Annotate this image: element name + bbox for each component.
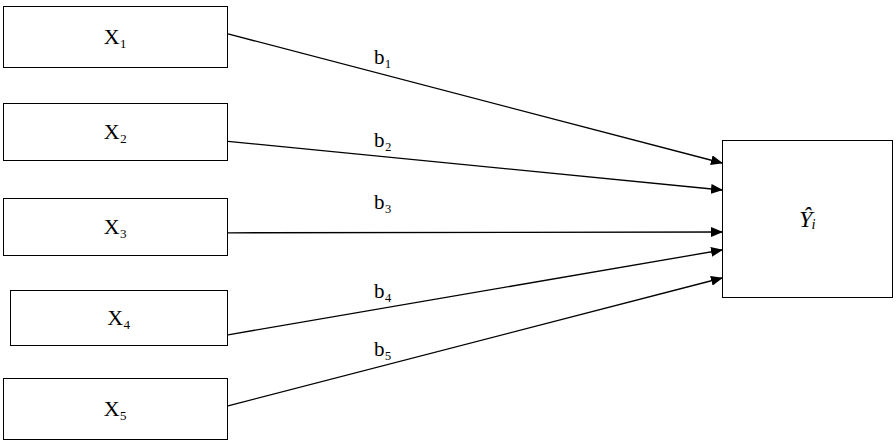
variable-box: X₃ <box>3 198 228 256</box>
path-arrow <box>228 231 722 233</box>
coefficient-label: b₅ <box>372 337 394 362</box>
variable-name: X₁ <box>104 24 128 50</box>
path-arrow <box>228 278 722 406</box>
variable-box: X₄ <box>10 290 228 346</box>
variable-box: X₂ <box>3 103 228 161</box>
output-box: Ŷᵢ <box>722 140 893 298</box>
coefficient-label: b₂ <box>372 128 394 153</box>
variable-name: X₄ <box>107 305 131 331</box>
variable-box: X₅ <box>3 378 228 440</box>
variable-name: X₃ <box>104 214 128 240</box>
variable-box: X₁ <box>3 6 228 68</box>
coefficient-label: b₃ <box>372 190 394 215</box>
variable-name: X₂ <box>104 119 128 145</box>
path-arrow <box>228 34 722 163</box>
path-arrow <box>228 250 722 335</box>
variable-name: Ŷᵢ <box>799 206 816 233</box>
coefficient-label: b₁ <box>372 45 394 70</box>
coefficient-label: b₄ <box>372 279 394 304</box>
path-arrow <box>228 141 722 190</box>
variable-name: X₅ <box>104 396 128 422</box>
